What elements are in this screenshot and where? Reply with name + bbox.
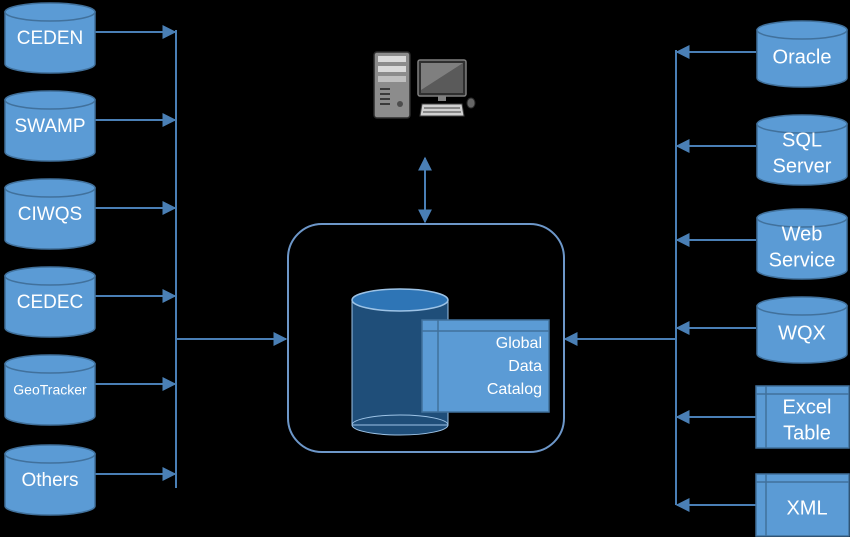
target-sql-server[interactable]: SQL Server (756, 114, 848, 186)
source-label-swamp: SWAMP (14, 116, 85, 137)
central-frame (287, 223, 565, 453)
target-label-web-service-1: Service (769, 249, 836, 271)
source-cedec[interactable]: CEDEC (4, 266, 96, 338)
source-label-others: Others (21, 470, 78, 491)
target-label-sql-server-0: SQL (782, 129, 822, 151)
source-geotracker[interactable]: GeoTracker (4, 354, 96, 426)
target-label-wqx-0: WQX (778, 322, 826, 344)
target-label-oracle-0: Oracle (773, 46, 832, 68)
left-connectors (175, 30, 288, 488)
target-label-sql-server-1: Server (773, 155, 832, 177)
global-data-catalog[interactable]: Global Data Catalog (421, 319, 550, 413)
right-connectors (563, 50, 677, 505)
left-source-arrows (95, 25, 177, 481)
right-target-arrows (675, 45, 756, 512)
target-oracle[interactable]: Oracle (756, 20, 848, 88)
source-label-cedec: CEDEC (17, 292, 84, 313)
catalog-line-3: Catalog (487, 381, 542, 398)
computer-workstation-icon (373, 51, 476, 119)
source-label-ceden: CEDEN (17, 28, 84, 49)
source-swamp[interactable]: SWAMP (4, 90, 96, 162)
source-label-ciwqs: CIWQS (18, 204, 82, 225)
source-ciwqs[interactable]: CIWQS (4, 178, 96, 250)
target-label-web-service-0: Web (782, 223, 823, 245)
source-others[interactable]: Others (4, 444, 96, 516)
target-label-excel-table-0: Excel (783, 396, 832, 418)
target-label-excel-table-1: Table (783, 422, 831, 444)
target-wqx[interactable]: WQX (756, 296, 848, 364)
source-ceden[interactable]: CEDEN (4, 2, 96, 74)
catalog-line-2: Data (508, 358, 542, 375)
target-label-xml-0: XML (786, 497, 827, 519)
target-xml[interactable]: XML (755, 473, 850, 537)
catalog-line-1: Global (496, 335, 542, 352)
source-label-geotracker: GeoTracker (13, 382, 87, 398)
